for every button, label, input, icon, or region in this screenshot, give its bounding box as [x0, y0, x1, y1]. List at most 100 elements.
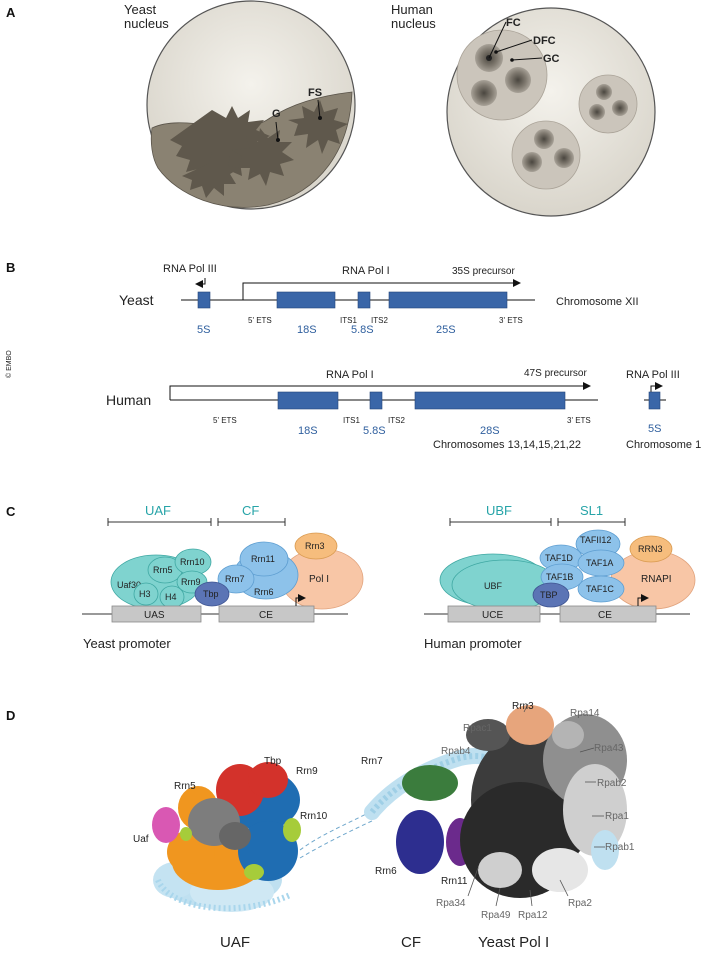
human-ce-label: CE	[598, 610, 612, 621]
yeast-organism-label: Yeast	[119, 292, 154, 308]
yeast-nucleus: G FS	[146, 0, 356, 210]
human-18s-gene	[277, 391, 339, 410]
yeast-tbp-label: Tbp	[203, 589, 219, 599]
yeast-uaf30-label: Uaf30	[117, 580, 141, 590]
yeast-its2-label: ITS2	[371, 316, 388, 325]
human-taf1b-label: TAF1B	[546, 572, 573, 582]
human-taf1c-label: TAF1C	[586, 584, 614, 594]
human-uce-label: UCE	[482, 610, 503, 621]
yeast-5s-label: 5S	[197, 324, 210, 336]
yeast-5s-gene	[197, 291, 211, 309]
human-precursor-label: 47S precursor	[524, 368, 587, 379]
yeast-rrn6-label: Rrn6	[254, 587, 274, 597]
human-ubf-label: UBF	[484, 581, 503, 591]
human-5ets-label: 5' ETS	[213, 416, 237, 425]
human-28s-gene	[414, 391, 566, 410]
yeast-rrn3-label: Rrn3	[305, 541, 325, 551]
yeast-promoter-caption: Yeast promoter	[83, 636, 171, 651]
yeast-ce-label: CE	[259, 610, 273, 621]
human-rnapi-label: RNAPI	[641, 574, 672, 585]
yeast-pol3-label: RNA Pol III	[163, 263, 217, 275]
human-28s-label: 28S	[480, 425, 500, 437]
label-d-rpa14: Rpa14	[570, 708, 600, 719]
label-d-rpab4: Rpab4	[441, 746, 471, 757]
label-d-rrn7: Rrn7	[361, 756, 383, 767]
human-ubf-bracket-label: UBF	[486, 503, 512, 518]
label-d-rpa1: Rpa1	[605, 811, 629, 822]
yeast-its1-label: ITS1	[340, 316, 357, 325]
human-promoter: UBF SL1 RNAPI RRN3 UBF TAFII12 TAF1D TAF…	[424, 503, 696, 651]
cf-pol1-structure	[364, 703, 627, 907]
human-nucleus-title-1: Human	[391, 2, 433, 17]
human-rrn3-label: RRN3	[638, 544, 663, 554]
yeast-h3-label: H3	[139, 589, 151, 599]
human-pol3-label: RNA Pol III	[626, 369, 680, 381]
yeast-58s-gene	[357, 291, 371, 309]
label-d-rrn11: Rrn11	[441, 876, 468, 887]
caption-yeast-pol1: Yeast Pol I	[478, 934, 549, 951]
yeast-3ets-label: 3' ETS	[499, 316, 523, 325]
label-fc: FC	[506, 17, 521, 29]
yeast-5ets-label: 5' ETS	[248, 316, 272, 325]
label-d-rrn5: Rrn5	[174, 781, 196, 792]
caption-cf: CF	[401, 934, 421, 951]
label-fs: FS	[308, 87, 322, 99]
label-d-rpab1: Rpab1	[605, 842, 635, 853]
yeast-pol1-label: RNA Pol I	[342, 265, 390, 277]
label-d-rpa34: Rpa34	[436, 898, 466, 909]
human-taf1a-label: TAF1A	[586, 558, 613, 568]
panel-d-label: D	[6, 708, 15, 723]
label-d-tbp: Tbp	[264, 756, 282, 767]
yeast-25s-gene	[388, 291, 508, 309]
yeast-ce-box	[218, 605, 315, 623]
human-58s-gene	[369, 391, 383, 410]
human-nucleolus-3	[511, 120, 581, 190]
human-nucleolus-2	[578, 74, 638, 134]
yeast-58s-label: 5.8S	[351, 324, 374, 336]
yeast-rrn11-label: Rrn11	[251, 554, 275, 564]
human-5s-gene	[648, 391, 661, 410]
label-d-rrn3: Rrn3	[512, 701, 534, 712]
label-d-rpac1: Rpac1	[463, 723, 492, 734]
yeast-cf-bracket-label: CF	[242, 503, 259, 518]
human-3ets-label: 3' ETS	[567, 416, 591, 425]
uaf-structure	[152, 762, 375, 912]
human-chromosome1-label: Chromosome 1	[626, 439, 701, 451]
yeast-pol1-label: Pol I	[309, 574, 329, 585]
yeast-nucleus-title-2: nucleus	[124, 16, 169, 31]
label-d-rpa2: Rpa2	[568, 898, 592, 909]
human-nucleus-title-2: nucleus	[391, 16, 436, 31]
label-dfc: DFC	[533, 35, 556, 47]
human-58s-label: 5.8S	[363, 425, 386, 437]
human-promoter-caption: Human promoter	[424, 636, 522, 651]
yeast-precursor-label: 35S precursor	[452, 266, 515, 277]
yeast-rrn9-label: Rrn9	[181, 577, 201, 587]
panel-b-label: B	[6, 260, 15, 275]
yeast-h4-label: H4	[165, 592, 177, 602]
label-gc: GC	[543, 53, 560, 65]
credit-text: © EMBO	[5, 350, 13, 378]
panel-a-label: A	[6, 5, 16, 20]
human-rdna-locus: RNA Pol I 47S precursor Human 5' ETS ITS…	[106, 368, 701, 451]
yeast-uaf-bracket-label: UAF	[145, 503, 171, 518]
yeast-rdna-locus: RNA Pol III RNA Pol I 35S precursor Yeas…	[119, 263, 639, 336]
yeast-18s-label: 18S	[297, 324, 317, 336]
label-g: G	[272, 108, 281, 120]
yeast-rrn10-label: Rrn10	[180, 557, 205, 567]
label-d-rpa43: Rpa43	[594, 743, 624, 754]
human-its2-label: ITS2	[388, 416, 405, 425]
label-d-rrn10: Rrn10	[300, 811, 328, 822]
human-pol1-label: RNA Pol I	[326, 369, 374, 381]
human-uce-box	[447, 605, 541, 623]
yeast-uas-label: UAS	[144, 610, 165, 621]
human-tbp-label: TBP	[540, 590, 558, 600]
human-organism-label: Human	[106, 392, 151, 408]
human-ce-box	[559, 605, 657, 623]
human-sl1-bracket-label: SL1	[580, 503, 603, 518]
yeast-uas-box	[111, 605, 202, 623]
human-18s-label: 18S	[298, 425, 318, 437]
label-d-rrn6: Rrn6	[375, 866, 397, 877]
yeast-nucleus-title-1: Yeast	[124, 2, 156, 17]
caption-uaf: UAF	[220, 934, 250, 951]
